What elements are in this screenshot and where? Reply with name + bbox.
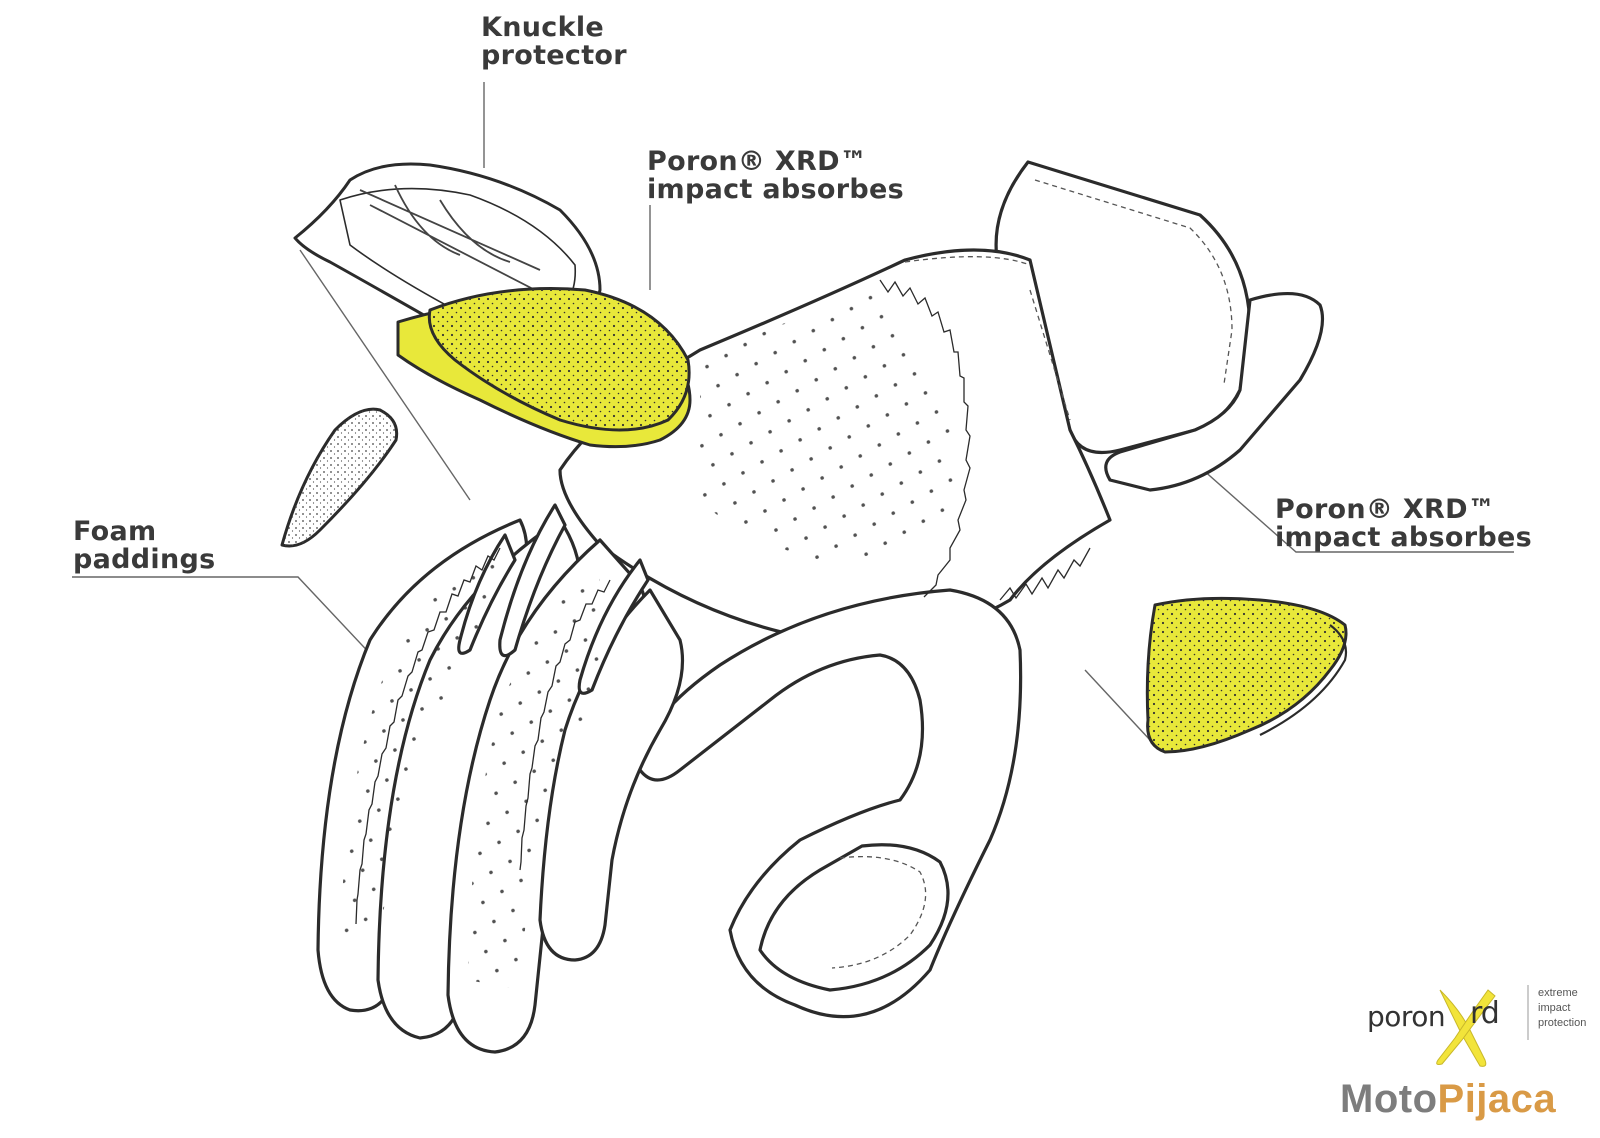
label-poron-right: Poron® XRD™ impact absorbes — [1275, 496, 1532, 552]
label-poron-top-line2: impact absorbes — [647, 176, 904, 204]
poron-logo-word: poron — [1367, 1000, 1445, 1033]
label-poron-top: Poron® XRD™ impact absorbes — [647, 148, 904, 204]
brand-moto: Moto — [1340, 1077, 1438, 1121]
label-poron-right-line2: impact absorbes — [1275, 524, 1532, 552]
poron-pad-top — [398, 289, 690, 447]
label-knuckle-protector: Knuckle protector — [481, 14, 627, 70]
label-foam-paddings: Foam paddings — [73, 518, 215, 574]
xrd-logo-word: rd — [1470, 996, 1499, 1031]
tagline-line-3: protection — [1538, 1016, 1586, 1031]
tagline-line-2: impact — [1538, 1001, 1586, 1016]
motopijaca-watermark: MotoPijaca — [1340, 1075, 1556, 1123]
tagline-line-1: extreme — [1538, 986, 1586, 1001]
foam-padding — [282, 409, 397, 546]
brand-pijaca: Pijaca — [1438, 1077, 1557, 1121]
poron-tagline: extreme impact protection — [1538, 986, 1586, 1031]
leader-palm-pad — [1085, 670, 1150, 740]
label-knuckle-line2: protector — [481, 42, 627, 70]
poron-pad-right — [1147, 598, 1346, 752]
label-foam-line2: paddings — [73, 546, 215, 574]
label-poron-right-line1: Poron® XRD™ — [1275, 496, 1532, 524]
label-foam-line1: Foam — [73, 518, 215, 546]
label-poron-top-line1: Poron® XRD™ — [647, 148, 904, 176]
label-knuckle-line1: Knuckle — [481, 14, 627, 42]
